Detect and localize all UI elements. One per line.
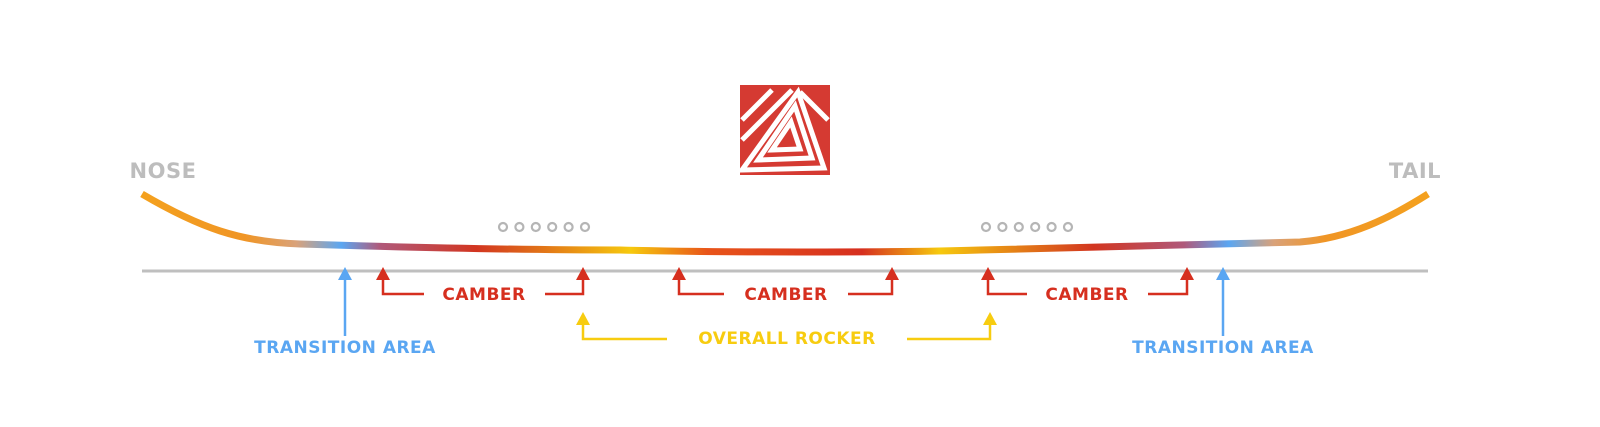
binding-inserts-right <box>980 221 1074 233</box>
binding-inserts-left <box>497 221 591 233</box>
camber-left-bracket <box>381 278 585 296</box>
rocker-bracket <box>581 323 992 341</box>
insert-hole-right-5 <box>1046 221 1057 233</box>
insert-hole-right-6 <box>1062 221 1074 233</box>
camber-right-bracket <box>986 278 1189 296</box>
camber-center-arrow-end <box>885 267 899 280</box>
transition-left-arrow <box>338 267 352 280</box>
insert-hole-left-2 <box>514 221 525 233</box>
tail-label: TAIL <box>1389 159 1441 183</box>
insert-hole-left-4 <box>547 221 558 233</box>
insert-hole-right-1 <box>980 221 992 233</box>
triangle-logo-icon <box>737 86 830 173</box>
rocker-arrow-end <box>983 312 997 325</box>
transition-right-arrow <box>1216 267 1230 280</box>
camber-right-arrow-start <box>981 267 995 280</box>
camber-right-label: CAMBER <box>1045 285 1128 305</box>
rocker-arrow-start <box>576 312 590 325</box>
insert-hole-left-6 <box>579 221 591 233</box>
transition-right-label: TRANSITION AREA <box>1132 338 1314 358</box>
insert-hole-right-3 <box>1013 221 1024 233</box>
camber-center-label: CAMBER <box>744 285 827 305</box>
camber-left-arrow-end <box>576 267 590 280</box>
camber-left-label: CAMBER <box>442 285 525 305</box>
nose-label: NOSE <box>130 159 197 183</box>
camber-center-bracket <box>677 278 894 296</box>
insert-hole-left-3 <box>530 221 541 233</box>
camber-center-arrow-start <box>672 267 686 280</box>
insert-hole-right-2 <box>997 221 1008 233</box>
insert-hole-right-4 <box>1030 221 1041 233</box>
overall-rocker-label: OVERALL ROCKER <box>698 329 876 349</box>
insert-hole-left-5 <box>563 221 574 233</box>
transition-left-label: TRANSITION AREA <box>254 338 436 358</box>
insert-hole-left-1 <box>497 221 509 233</box>
camber-left-arrow-start <box>376 267 390 280</box>
camber-right-arrow-end <box>1180 267 1194 280</box>
brand-logo <box>737 85 830 175</box>
board-profile-curve <box>140 190 1430 256</box>
